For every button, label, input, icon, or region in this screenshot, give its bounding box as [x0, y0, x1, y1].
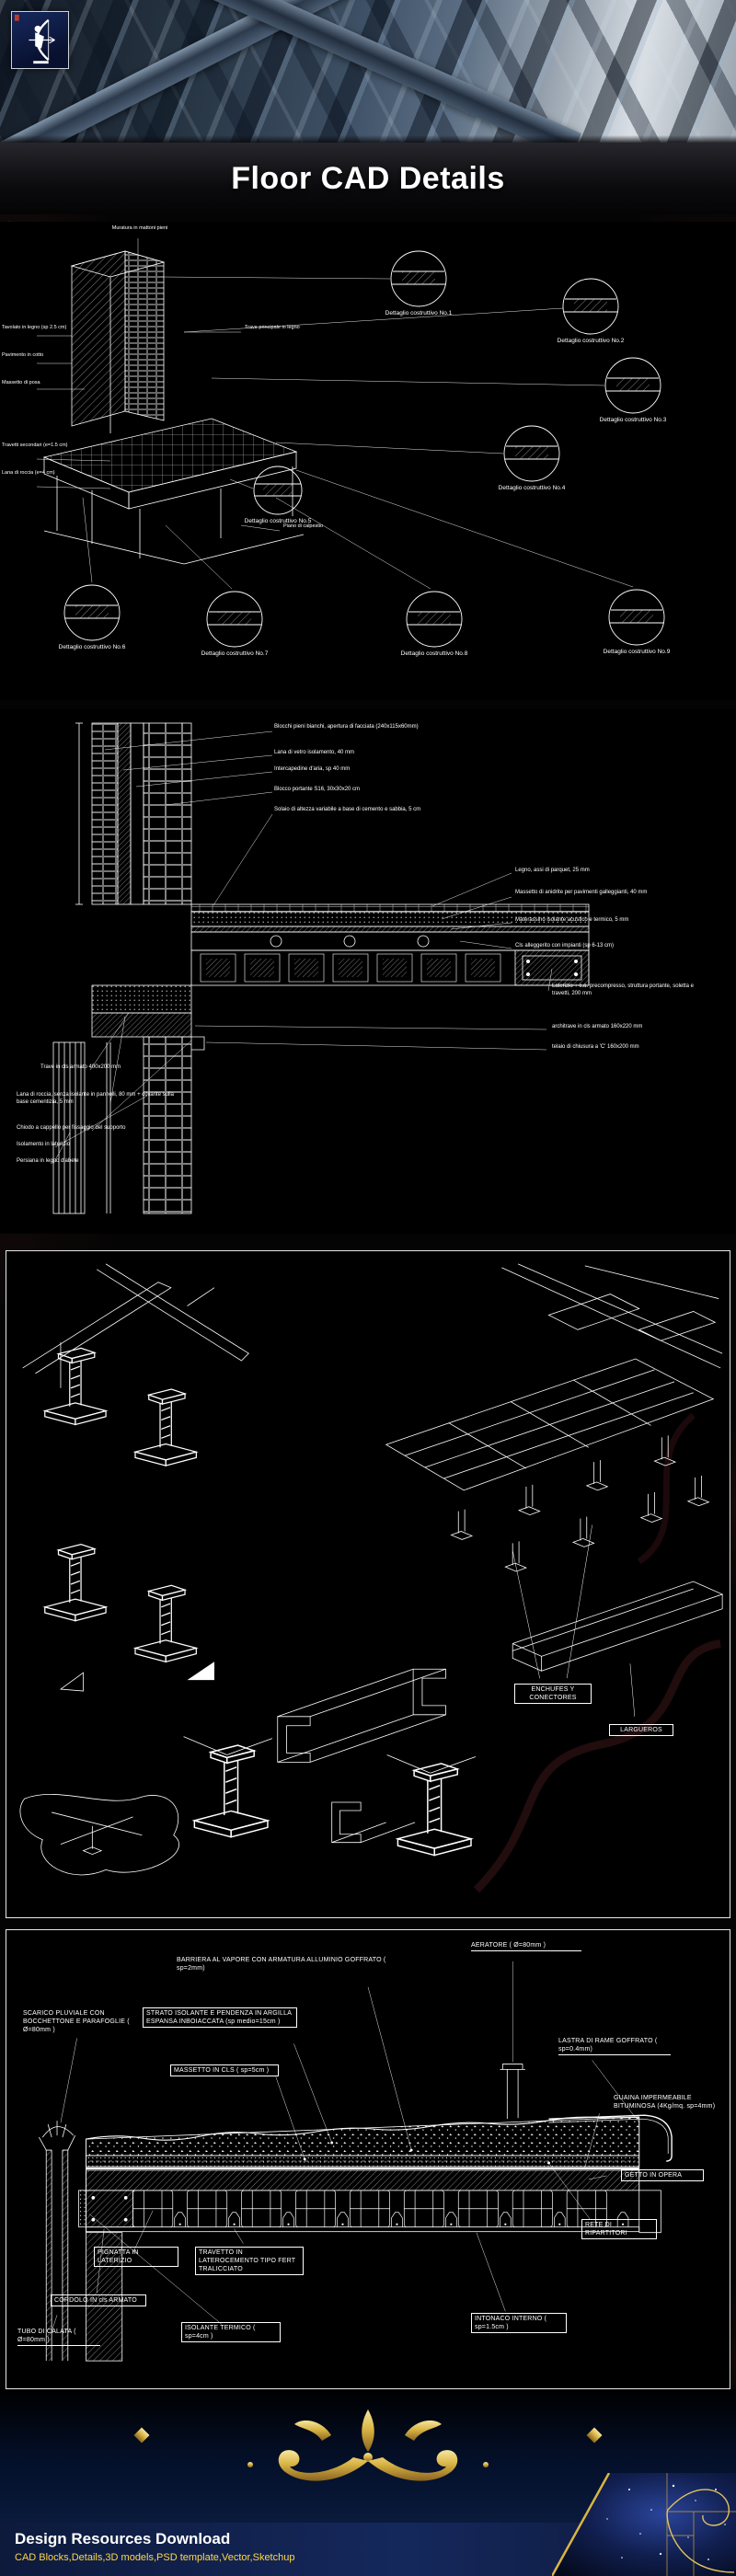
callout-label: Dettaglio costruttivo No.4: [498, 485, 566, 491]
panel-wall-floor-section: Blocchi pieni bianchi, apertura di facci…: [0, 709, 736, 1234]
callout-label: Dettaglio costruttivo No.2: [557, 338, 625, 344]
section-label: Persiana in legno d'abete: [17, 1158, 79, 1164]
label-lastra-rame: LASTRA DI RAME GOFFRATO ( sp=0.4mm): [558, 2037, 671, 2056]
callout-label: Dettaglio costruttivo No.3: [599, 417, 667, 423]
callout-label: Dettaglio costruttivo No.6: [58, 644, 126, 650]
cad-panels-stage: Tavolato in legno (sp 2.5 cm) Pavimento …: [0, 214, 736, 2389]
label-getto-in-opera: GETTO IN OPERA: [621, 2169, 704, 2182]
detail-note: Piano di calpestio: [283, 523, 324, 529]
detail-note: Tavolato in legno (sp 2.5 cm): [2, 325, 67, 330]
callout-label: Dettaglio costruttivo No.1: [385, 310, 453, 316]
label-travetto: TRAVETTO IN LATEROCEMENTO TIPO FERT TRAL…: [195, 2247, 304, 2276]
footer-title: Design Resources Download: [15, 2530, 231, 2547]
section-label: architrave in cls armato 160x220 mm: [552, 1024, 643, 1029]
panel-raised-floor-pedestals: ENCHUFES Y CONECTORES LARGUEROS: [6, 1250, 730, 1918]
label-largueros: LARGUEROS: [609, 1724, 673, 1737]
label-strato-isolante: STRATO ISOLANTE E PENDENZA IN ARGILLA ES…: [143, 2007, 297, 2029]
label-aeratore: AERATORE ( Ø=80mm ): [471, 1941, 581, 1952]
label-massetto: MASSETTO IN CLS ( sp=5cm ): [170, 2064, 279, 2077]
section-label: Lana di vetro isolamento, 40 mm: [274, 750, 355, 755]
hero-photo-steel-beams: [0, 0, 736, 143]
label-scarico-pluviale: SCARICO PLUVIALE CON BOCCHETTONE E PARAF…: [23, 2010, 130, 2034]
panel-floor-axonometric-details: Tavolato in legno (sp 2.5 cm) Pavimento …: [0, 222, 736, 700]
panel-roof-slab-section: AERATORE ( Ø=80mm ) BARRIERA AL VAPORE C…: [6, 1929, 730, 2389]
cad-drawing-pedestals: [19, 1263, 724, 1893]
label-intonaco-interno: INTONACO INTERNO ( sp=1.5cm ): [471, 2313, 567, 2334]
section-label: Blocchi pieni bianchi, apertura di facci…: [274, 724, 419, 730]
section-label: telaio di chiusura a 'C' 160x200 mm: [552, 1044, 639, 1050]
section-label: Chiodo a cappello per fissaggio del supp…: [17, 1125, 126, 1131]
cad-drawing-roof-section: [39, 1961, 673, 2362]
detail-note: Lana di roccia (e=4 cm): [2, 470, 55, 476]
gold-ornament: [18, 2409, 718, 2481]
golden-ratio-starfield-art: [552, 2473, 736, 2576]
detail-note: Muratura in mattoni pieni: [111, 225, 168, 231]
archer-crest-logo: [11, 11, 69, 69]
steel-beams-texture: [0, 0, 736, 143]
section-label: Cls alleggerito con impianti (sp 6-13 cm…: [515, 943, 615, 949]
section-label: Solaio di altezza variabile a base di ce…: [274, 807, 421, 812]
section-label: Legno, assi di parquet, 25 mm: [515, 868, 590, 873]
callout-label: Dettaglio costruttivo No.9: [603, 649, 671, 655]
golden-spiral-icon: [552, 2473, 736, 2576]
detail-note: Massetto di posa: [2, 380, 40, 385]
label-rete-ripartitori: RETE DI RIPARTITORI: [581, 2219, 657, 2240]
section-label: Isolamento in laterizio: [17, 1142, 71, 1147]
label-cordolo: CORDOLO IN cls ARMATO: [51, 2294, 146, 2307]
section-label: Laterizio + c.a. precompresso, struttura…: [552, 983, 694, 996]
footer: Design Resources Download CAD Blocks,Det…: [0, 2473, 736, 2576]
archer-logo-icon: [14, 14, 55, 64]
label-guaina: GUAINA IMPERMEABILE BITUMINOSA (4Kg/mq. …: [614, 2095, 716, 2110]
label-enchufes-y-conectores: ENCHUFES Y CONECTORES: [514, 1684, 592, 1705]
label-pignatta: PIGNATTA IN LATERIZIO: [94, 2247, 178, 2268]
detail-note: Travetti secondari (e=1.5 cm): [2, 443, 68, 448]
callout-label: Dettaglio costruttivo No.5: [244, 518, 312, 524]
section-label: Lana di roccia, senza isolante in pannel…: [17, 1092, 174, 1105]
page-title: Floor CAD Details: [231, 160, 505, 196]
section-label: Blocco portante S16, 30x30x20 cm: [274, 787, 361, 792]
cad-drawing-axonometric: [36, 238, 665, 648]
section-label: Intercapedine d'aria, sp 40 mm: [274, 766, 351, 772]
section-label: Trave in cls armato 400x200 mm: [40, 1064, 121, 1070]
label-barriera-vapore: BARRIERA AL VAPORE CON ARMATURA ALLUMINI…: [177, 1957, 386, 1972]
label-isolante-termico: ISOLANTE TERMICO ( sp=4cm ): [181, 2322, 281, 2343]
callout-label: Dettaglio costruttivo No.7: [201, 650, 269, 657]
detail-note: Trave principale in legno: [245, 325, 300, 330]
footer-subtitle: CAD Blocks,Details,3D models,PSD templat…: [15, 2552, 295, 2563]
detail-note: Pavimento in cotto: [2, 352, 44, 358]
section-label: Materassino isolante acustico e termico,…: [515, 917, 629, 923]
section-label: Massetto di anidrite per pavimenti galle…: [515, 890, 648, 895]
callout-label: Dettaglio costruttivo No.8: [400, 650, 468, 657]
label-tubo-di-calata: TUBO DI CALATA ( Ø=80mm ): [17, 2328, 100, 2347]
cad-drawing-section: [52, 722, 590, 1214]
title-band: Floor CAD Details: [0, 143, 736, 214]
